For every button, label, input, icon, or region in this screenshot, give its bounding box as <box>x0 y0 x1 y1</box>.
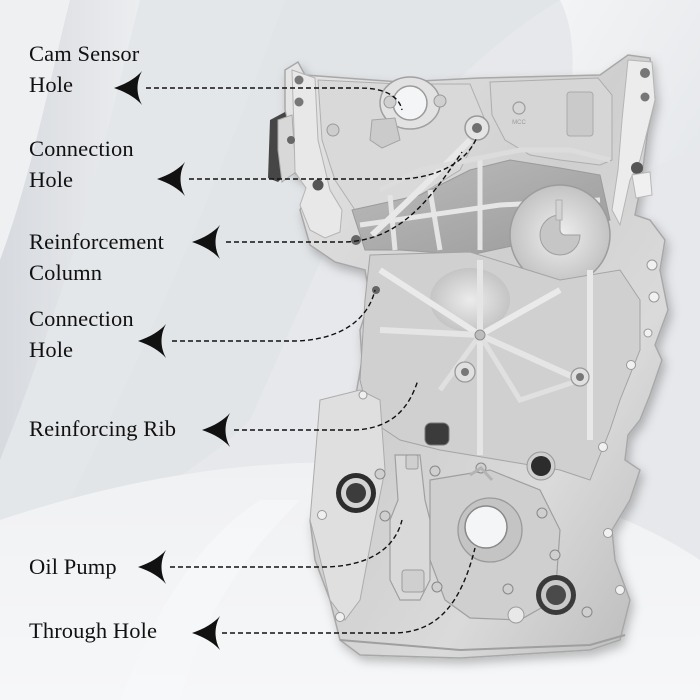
label-line: Connection <box>29 136 134 161</box>
mcc-logo: MCC <box>512 101 526 126</box>
label-line: Through Hole <box>29 618 158 643</box>
label-line: Hole <box>29 337 74 362</box>
leader-line-through-hole <box>222 547 476 634</box>
arrowhead-icon <box>114 71 142 105</box>
arrowhead-icon <box>157 162 185 196</box>
label-line: Reinforcement <box>29 229 164 254</box>
arrowhead-icon <box>138 550 166 584</box>
arrowhead-icon <box>192 225 220 259</box>
label-line: Hole <box>29 72 74 97</box>
leader-line-oil-pump <box>170 519 403 568</box>
through-hole-shape <box>464 505 508 549</box>
arrowhead-icon <box>138 324 166 358</box>
label-line: Hole <box>29 167 74 192</box>
arrowhead-icon <box>192 616 220 650</box>
leader-line-cam-sensor-hole <box>146 87 403 111</box>
label-reinforcing-rib: Reinforcing Rib <box>29 413 176 444</box>
label-line: Column <box>29 260 103 285</box>
label-line: Cam Sensor <box>29 41 140 66</box>
label-line: Oil Pump <box>29 554 117 579</box>
arrowhead-icon <box>202 413 230 447</box>
label-line: Connection <box>29 306 134 331</box>
svg-text:MCC: MCC <box>512 120 526 126</box>
leader-line-reinforcement-column <box>226 151 463 243</box>
leader-line-connection-hole-mid <box>172 289 376 342</box>
label-oil-pump: Oil Pump <box>29 551 117 582</box>
leader-line-reinforcing-rib <box>234 379 419 431</box>
label-through-hole: Through Hole <box>29 615 157 646</box>
leader-line-connection-hole-top <box>189 136 478 180</box>
label-line: Reinforcing Rib <box>29 416 177 441</box>
